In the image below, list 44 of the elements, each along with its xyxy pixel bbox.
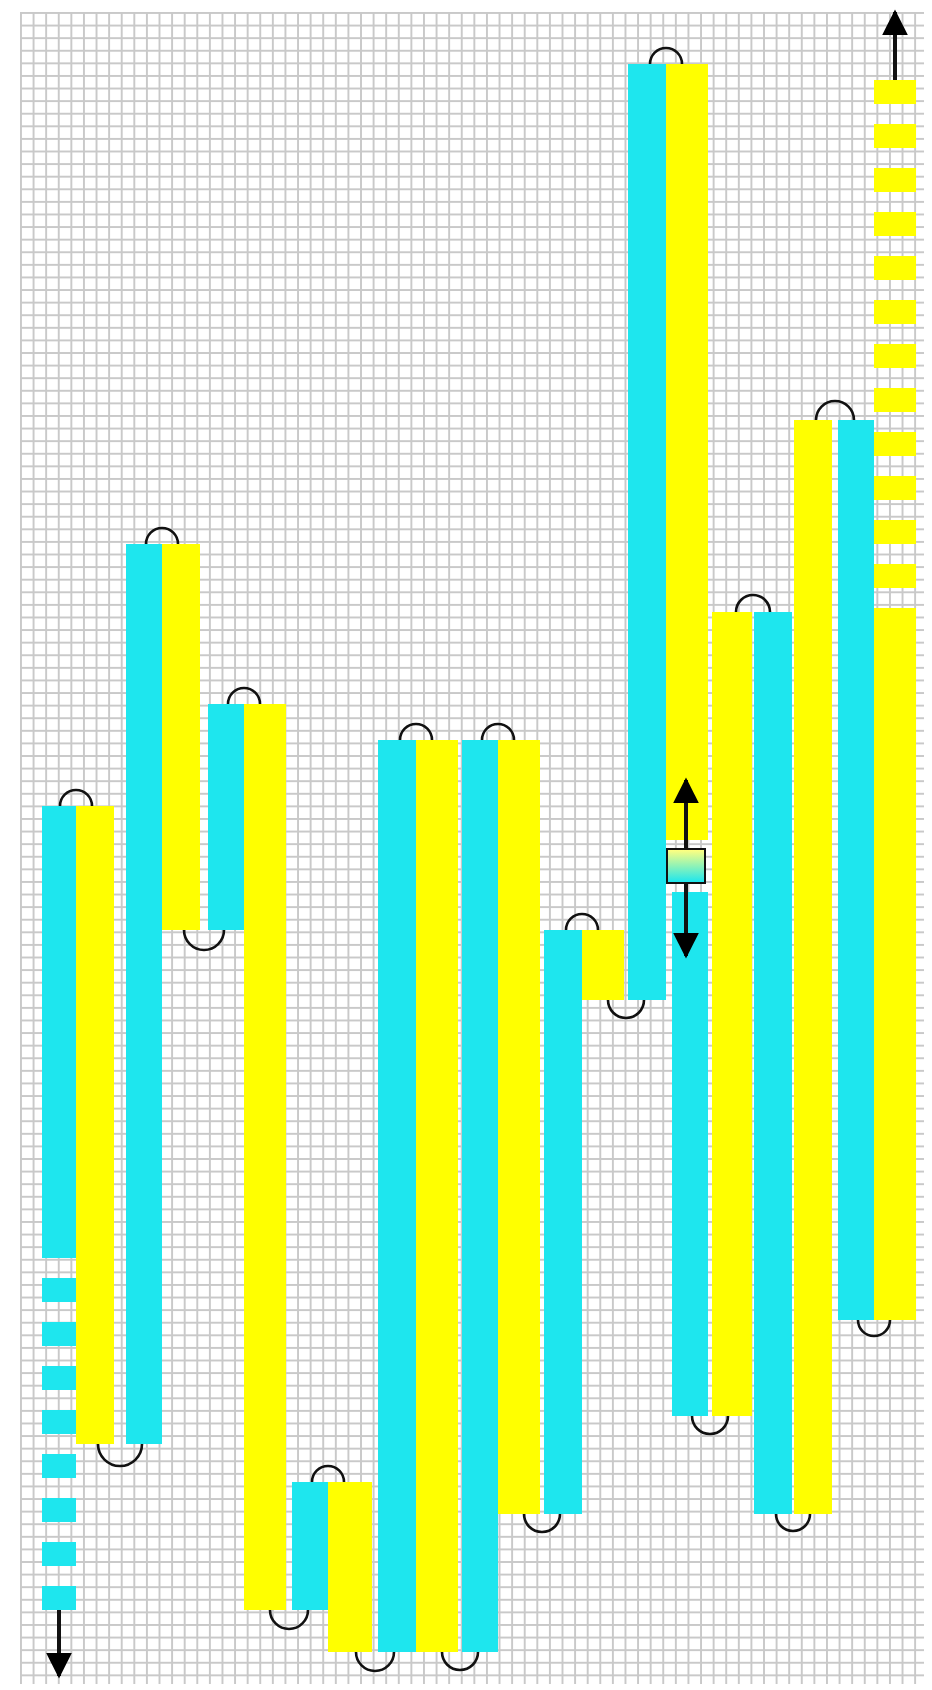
strand-bar xyxy=(794,420,832,1514)
strand-bar xyxy=(292,1482,328,1610)
hairpin-arc xyxy=(144,526,180,545)
arrow xyxy=(673,884,699,959)
arrow xyxy=(673,777,699,848)
strand-bar xyxy=(378,740,416,1652)
strand-bar xyxy=(628,64,666,1000)
strand-bar xyxy=(666,64,708,840)
hairpin-arc xyxy=(814,399,856,421)
strand-bar xyxy=(76,806,114,1444)
strand-bar xyxy=(498,740,540,1514)
hairpin-arc xyxy=(606,999,646,1020)
arrow xyxy=(46,1610,72,1679)
strand-bar xyxy=(244,704,286,1610)
junction-square xyxy=(666,848,706,884)
hairpin-arc xyxy=(690,1415,730,1436)
strand-bar xyxy=(208,704,244,930)
dashed-strand-bar xyxy=(874,80,916,1320)
hairpin-arc xyxy=(226,686,262,705)
strand-bar xyxy=(672,892,708,1416)
hairpin-arc xyxy=(96,1443,144,1468)
hairpin-arc xyxy=(398,722,434,741)
hairpin-arc xyxy=(480,722,516,741)
hairpin-arc xyxy=(310,1464,346,1483)
hairpin-arc xyxy=(440,1651,480,1672)
arrow xyxy=(882,9,908,80)
strand-bar xyxy=(544,930,582,1514)
strand-bar xyxy=(462,740,498,1652)
hairpin-arc xyxy=(564,912,600,931)
strand-bar xyxy=(582,930,624,1000)
strand-bar xyxy=(162,544,200,930)
strand-bar xyxy=(754,612,792,1514)
dashed-strand-bar xyxy=(42,806,76,1610)
strand-bar xyxy=(838,420,874,1320)
hairpin-arc xyxy=(856,1319,892,1338)
strand-bar xyxy=(416,740,458,1652)
hairpin-arc xyxy=(58,788,94,807)
hairpin-arc xyxy=(522,1513,562,1534)
hairpin-arc xyxy=(182,929,226,952)
strand-bar xyxy=(328,1482,372,1652)
hairpin-arc xyxy=(354,1651,396,1673)
strand-bar xyxy=(126,544,162,1444)
hairpin-arc xyxy=(648,46,684,65)
strand-bar xyxy=(712,612,752,1416)
